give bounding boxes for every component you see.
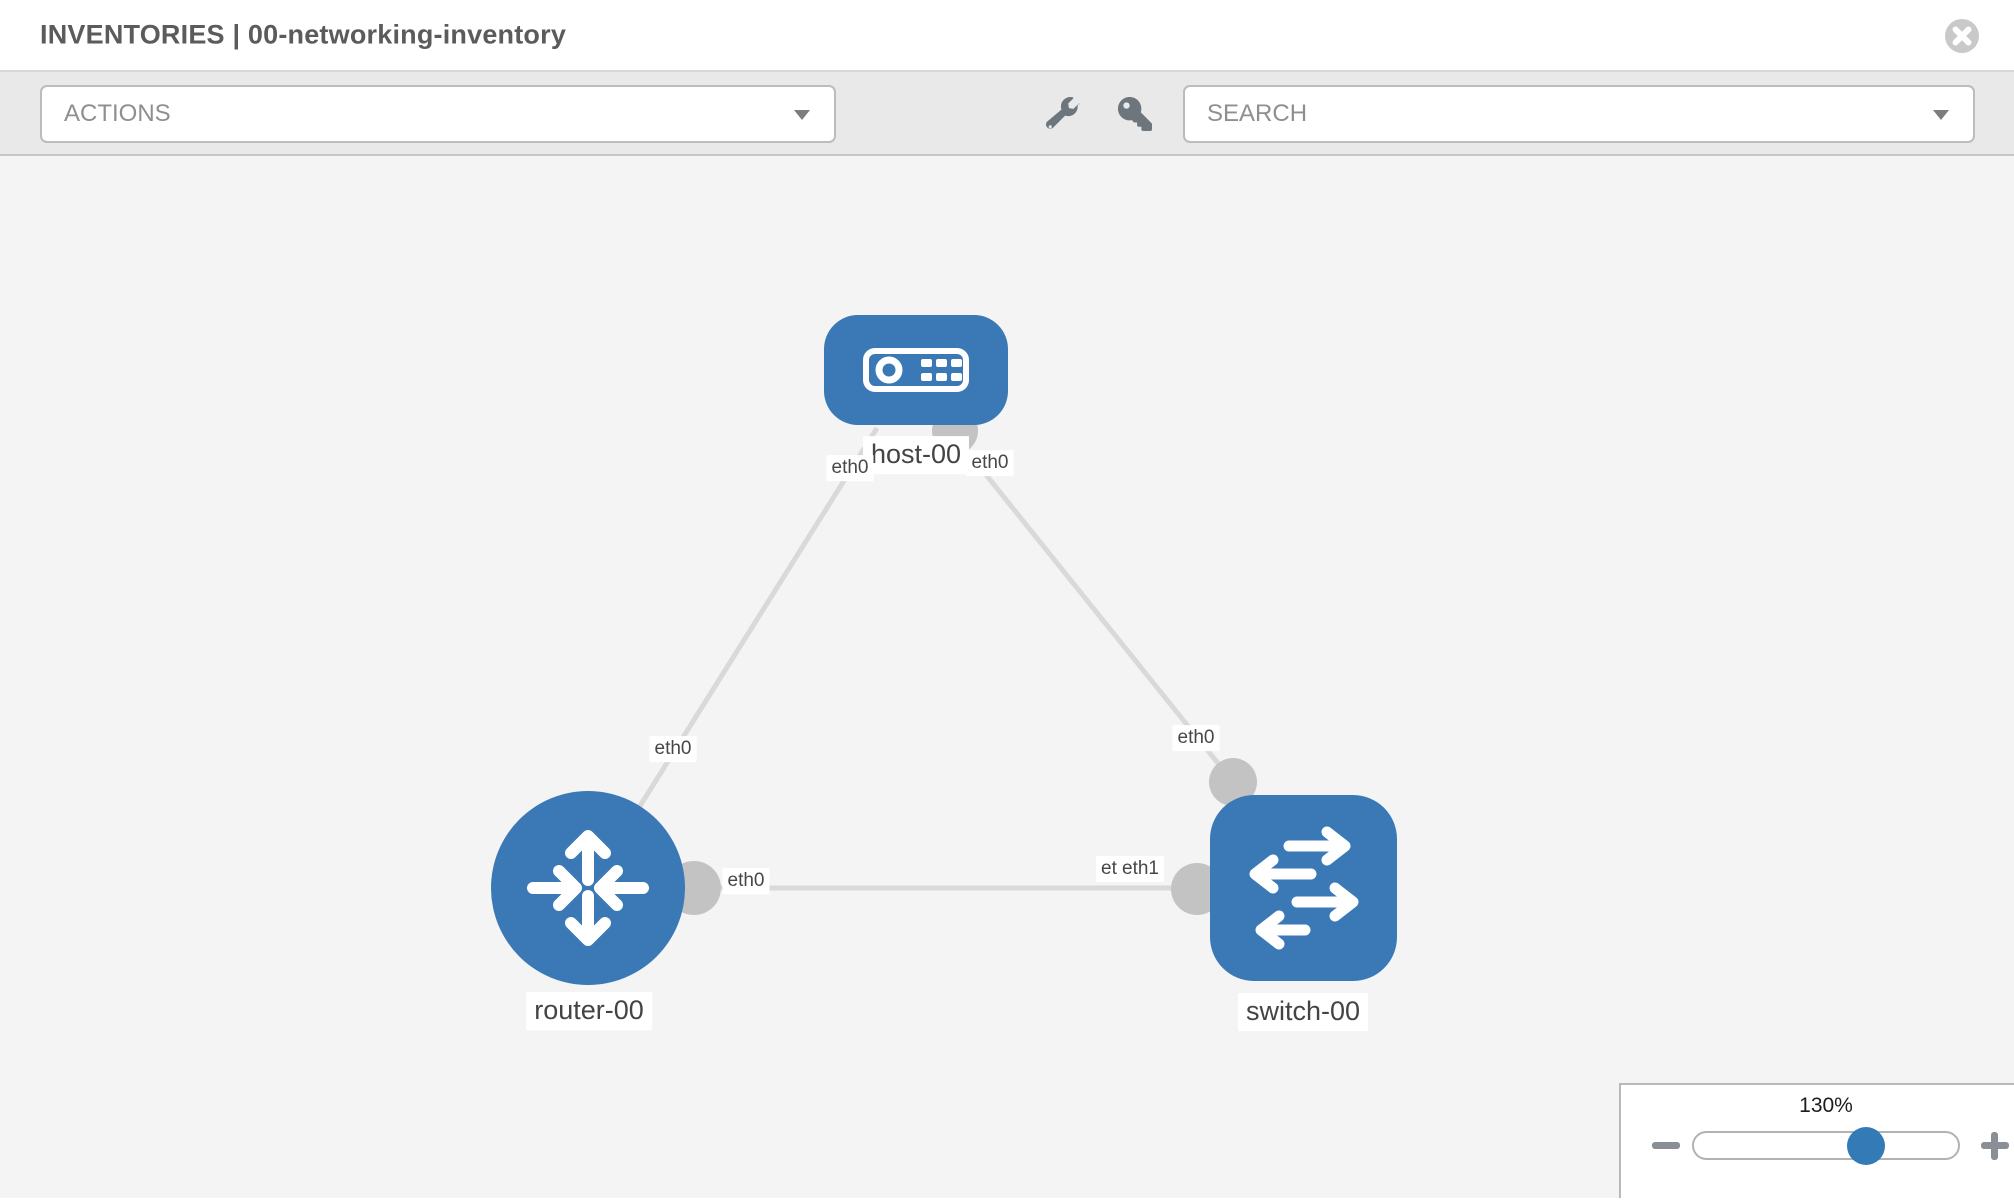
chevron-down-icon [1933,110,1949,120]
node-label-router-00: router-00 [526,992,652,1030]
page-header: INVENTORIES | 00-networking-inventory [0,0,2014,72]
zoom-slider-handle[interactable] [1846,1127,1885,1165]
plus-icon[interactable] [1981,1132,2009,1160]
key-icon[interactable] [1118,97,1152,131]
actions-dropdown-label: ACTIONS [64,100,171,127]
interface-label: eth0 [649,736,697,762]
topology-canvas[interactable]: host-00 eth0 eth0 eth0 eth0 eth0 eth0 et… [0,156,2014,1198]
close-icon [1945,19,1979,53]
search-dropdown-label: SEARCH [1207,100,1308,127]
node-router-00[interactable] [491,791,685,985]
node-label-switch-00: switch-00 [1237,993,1369,1031]
actions-dropdown[interactable]: ACTIONS [40,85,836,143]
link-host-switch[interactable] [948,428,1235,784]
node-label-host-00: host-00 [862,436,970,474]
topology-graph [491,315,1397,985]
host-icon [863,348,969,392]
close-button[interactable] [1944,18,1980,54]
page-title: INVENTORIES | 00-networking-inventory [40,19,567,50]
interface-label: eth0 [966,450,1014,476]
router-icon [527,830,649,946]
toolbar-tools [1046,72,1152,156]
toolbar: ACTIONS SEARCH [0,72,2014,156]
node-switch-00[interactable] [1210,795,1397,981]
interface-label: eth0 [722,868,770,894]
zoom-control-panel: 130% [1619,1083,2014,1198]
wrench-icon[interactable] [1046,97,1080,131]
interface-label: eth0 [826,455,874,481]
search-dropdown[interactable]: SEARCH [1183,85,1975,143]
minus-icon[interactable] [1652,1142,1680,1149]
port-circle [1209,758,1257,806]
switch-icon [1249,826,1359,950]
chevron-down-icon [794,110,810,120]
zoom-level: 130% [1799,1094,1853,1117]
zoom-slider-track[interactable] [1692,1127,1960,1165]
interface-label: eth1 [1117,856,1164,882]
interface-label: eth0 [1172,725,1220,751]
node-host-00[interactable] [824,315,1008,425]
